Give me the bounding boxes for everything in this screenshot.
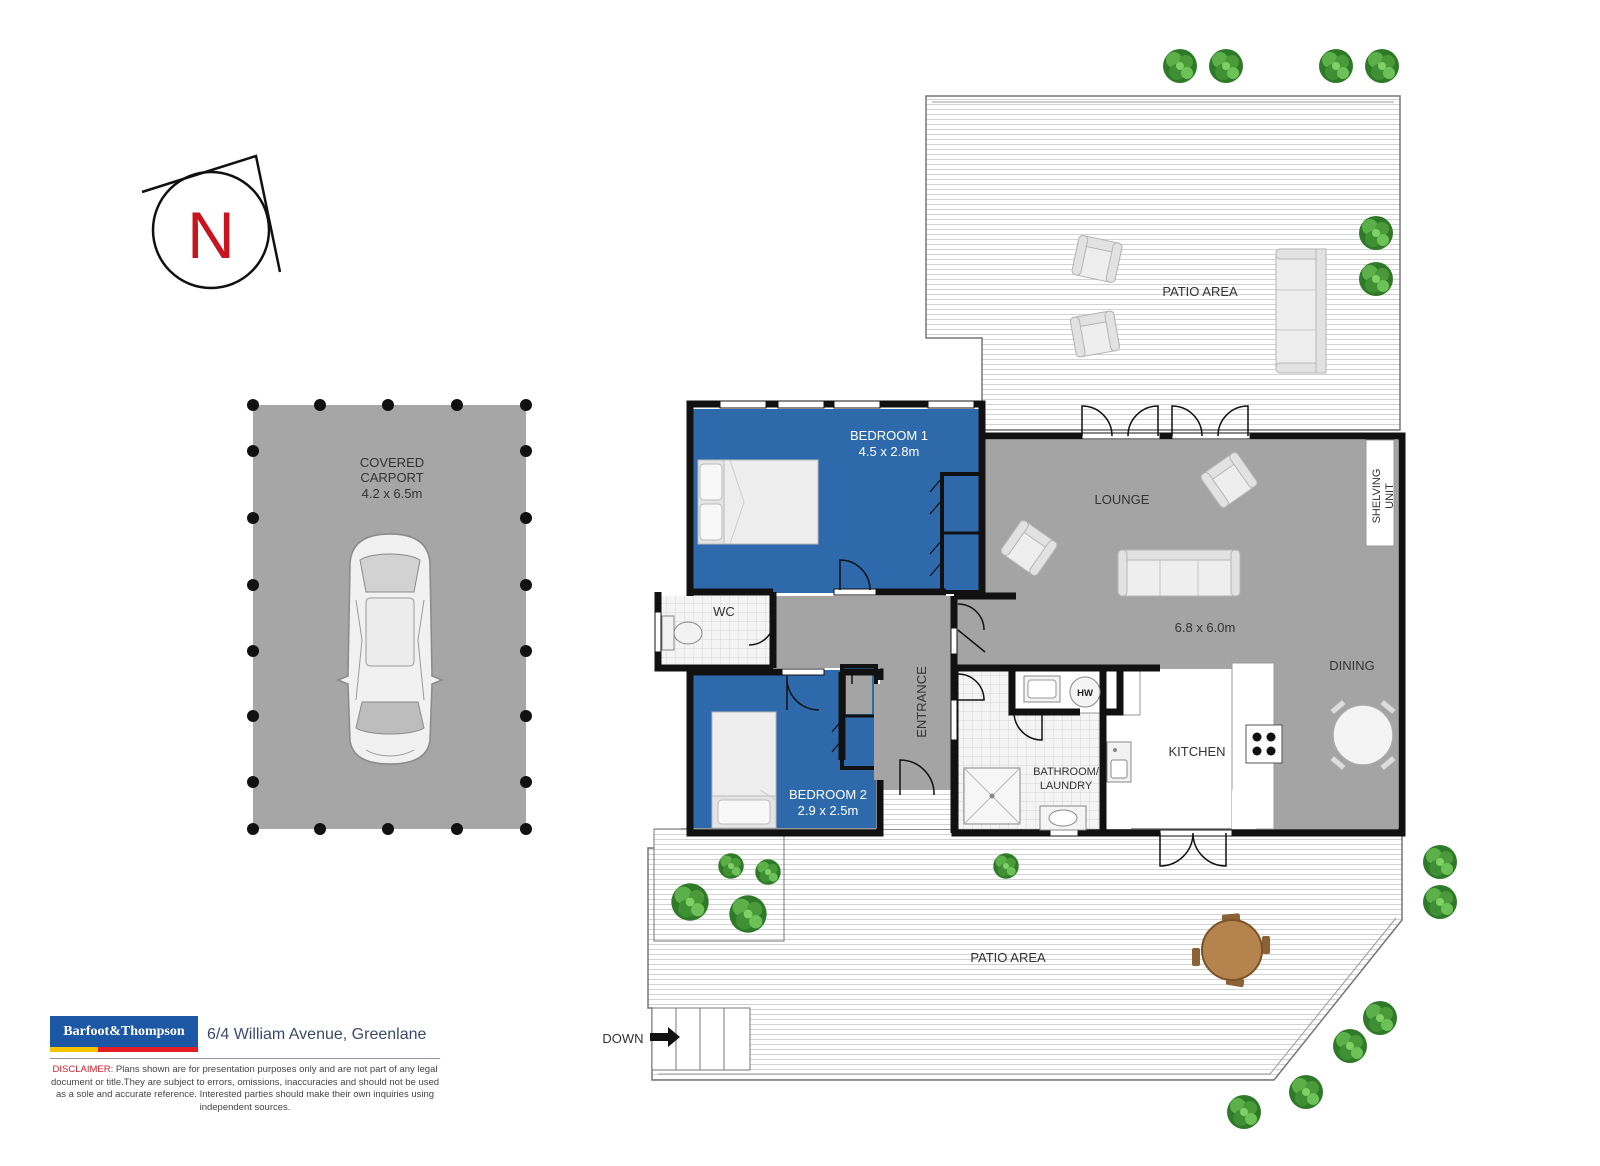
- down-arrow-icon: [650, 1027, 680, 1047]
- shelving-unit: [1365, 439, 1395, 547]
- tree-icon: [1319, 49, 1353, 83]
- property-address: 6/4 William Avenue, Greenlane: [207, 1026, 427, 1043]
- entrance-label: ENTRANCE: [914, 666, 929, 738]
- lounge-label: LOUNGE: [1095, 492, 1150, 507]
- agency-logo: Barfoot&Thompson: [50, 1016, 198, 1052]
- bathroom-label: BATHROOM/LAUNDRY: [1033, 766, 1100, 792]
- dining-label: DINING: [1329, 658, 1375, 673]
- north-arrow-icon: N: [141, 154, 282, 290]
- tree-icon: [1423, 885, 1457, 919]
- cooktop-icon: [1245, 724, 1283, 764]
- tree-icon: [993, 853, 1019, 879]
- tree-icon: [718, 853, 744, 879]
- sofa-icon: [1117, 549, 1241, 597]
- north-label: N: [187, 198, 235, 272]
- tree-icon: [1365, 49, 1399, 83]
- carport-size: 4.2 x 6.5m: [362, 486, 423, 501]
- kitchen-sink-icon: [1106, 741, 1132, 783]
- disclaimer: DISCLAIMER: Plans shown are for presenta…: [50, 1064, 440, 1114]
- walls: [654, 400, 1406, 837]
- tree-icon: [671, 883, 709, 921]
- vanity-icon: [1039, 805, 1087, 831]
- tree-icon: [1209, 49, 1243, 83]
- patio-armchair: [1070, 234, 1124, 284]
- outdoor-table-icon: [1192, 913, 1270, 988]
- tree-icon: [755, 859, 781, 885]
- tree-icon: [1289, 1075, 1323, 1109]
- down-label: DOWN: [602, 1031, 643, 1046]
- tree-icon: [1359, 216, 1393, 250]
- patio-top: PATIO AREA: [925, 95, 1401, 431]
- patio-sofa: [1275, 248, 1327, 374]
- living-size: 6.8 x 6.0m: [1175, 620, 1236, 635]
- tree-icon: [1423, 845, 1457, 879]
- logo-text: Barfoot&Thompson: [63, 1024, 185, 1039]
- kitchen-label: KITCHEN: [1168, 744, 1225, 759]
- tree-icon: [1333, 1029, 1367, 1063]
- bedroom1-size: 4.5 x 2.8m: [859, 444, 920, 459]
- hw-label: HW: [1077, 688, 1093, 699]
- toilet-icon: [661, 615, 703, 651]
- carport-posts: [247, 399, 532, 835]
- patio-armchair: [1069, 309, 1121, 359]
- doors: [748, 405, 1249, 867]
- car-icon: [335, 533, 445, 765]
- bedroom1-label: BEDROOM 1: [850, 428, 928, 443]
- hallway-floor: [773, 596, 957, 668]
- disclaimer-text: Plans shown are for presentation purpose…: [50, 1064, 440, 1113]
- house: HW BEDROOM 1 4.5 x 2.8m BEDROOM 2 2.9 x …: [654, 400, 1406, 867]
- entrance-floor: [880, 660, 954, 795]
- patio-top-label: PATIO AREA: [1162, 284, 1238, 299]
- tree-icon: [1163, 49, 1197, 83]
- shower-icon: [963, 767, 1021, 825]
- tree-icon: [729, 895, 767, 933]
- patio-bottom: PATIO AREA DOWN: [602, 828, 1403, 1081]
- disclaimer-heading: DISCLAIMER:: [52, 1064, 114, 1075]
- hot-water-cylinder-icon: HW: [1069, 676, 1101, 708]
- shelving-label: SHELVINGUNIT: [1371, 469, 1396, 524]
- bed-icon: [697, 459, 819, 545]
- tree-icon: [1227, 1095, 1261, 1129]
- patio-bottom-label: PATIO AREA: [970, 950, 1046, 965]
- bed-icon: [711, 711, 777, 829]
- dining-table-icon: [1329, 698, 1397, 772]
- tree-icon: [1359, 262, 1393, 296]
- bedroom2-label: BEDROOM 2: [789, 787, 867, 802]
- wc-label: WC: [713, 604, 735, 619]
- tree-icon: [1363, 1001, 1397, 1035]
- bedroom2-size: 2.9 x 2.5m: [798, 803, 859, 818]
- windows: [654, 400, 1251, 837]
- divider: [50, 1058, 440, 1059]
- laundry-tub-icon: [1023, 675, 1061, 703]
